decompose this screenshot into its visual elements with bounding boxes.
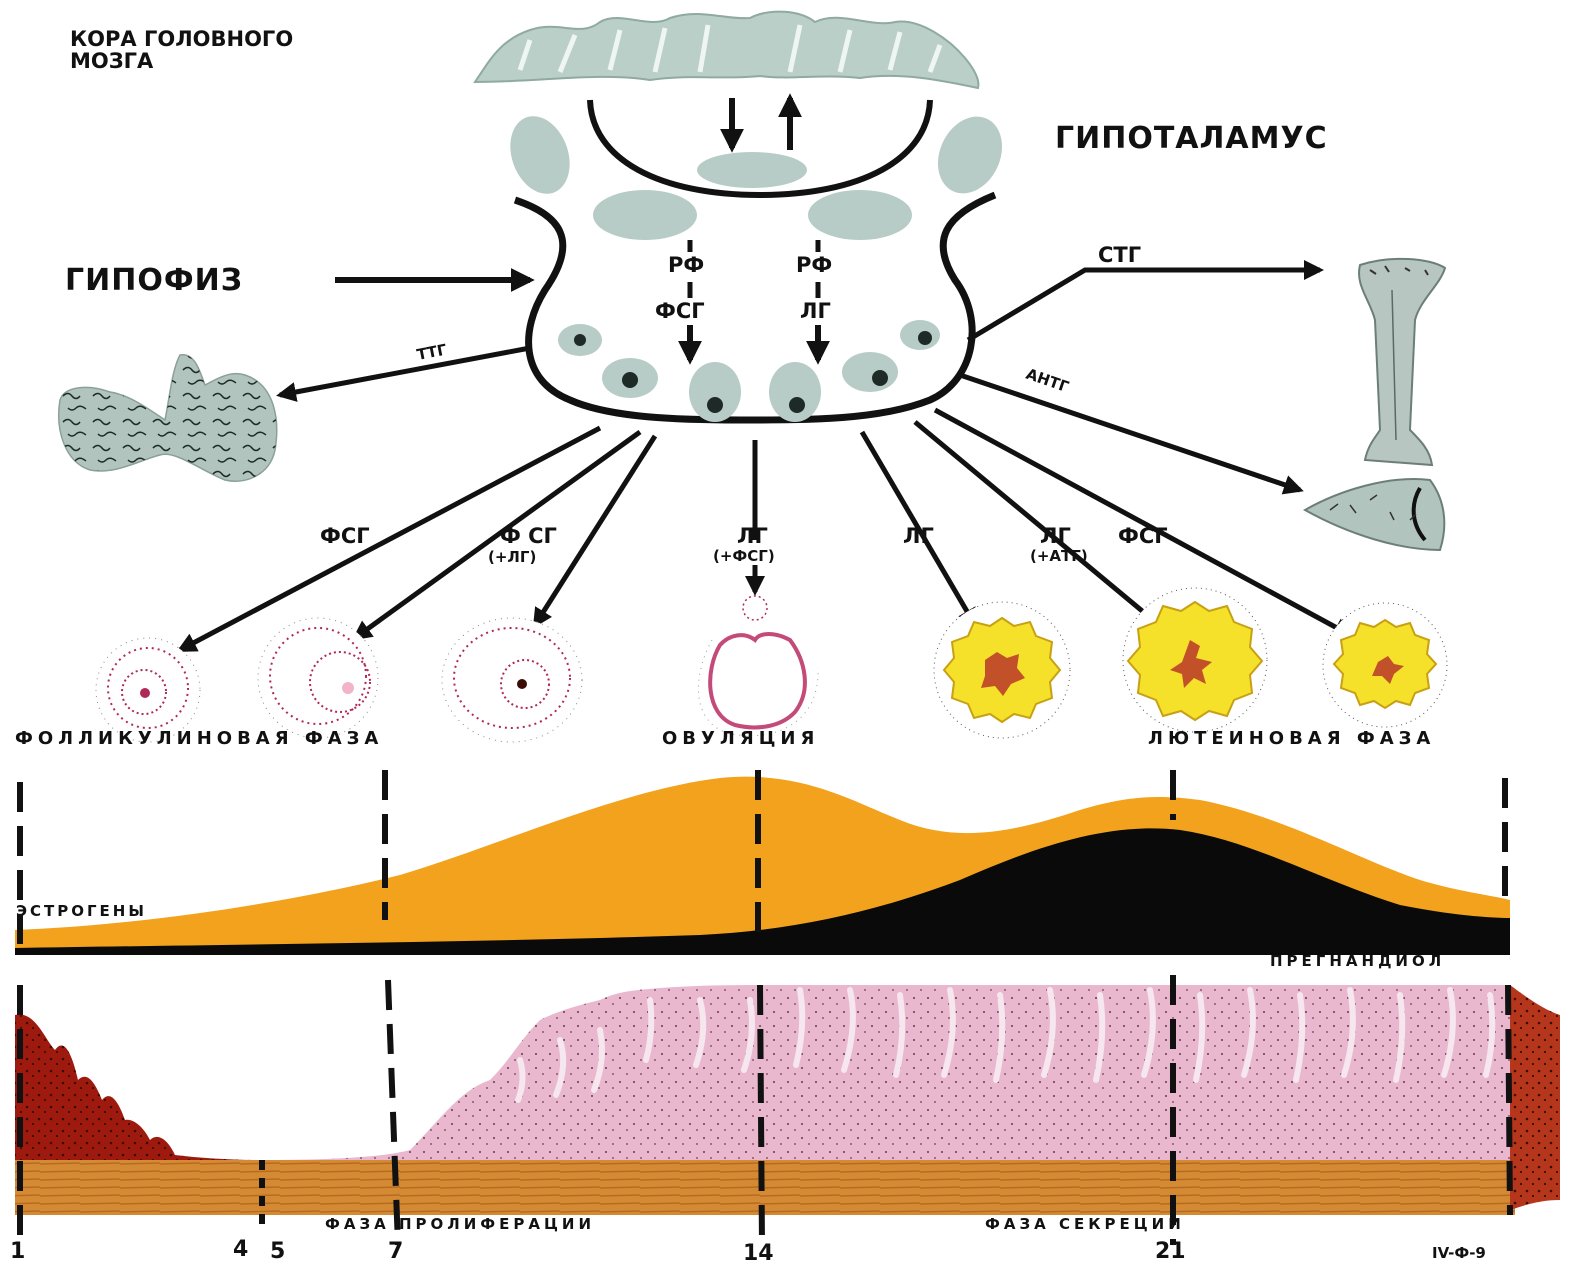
arrow5-sub-label: (+АТГ) bbox=[1030, 547, 1088, 565]
hypothalamus-label: ГИПОТАЛАМУС bbox=[1055, 121, 1328, 156]
cortex-hypothalamus-arrows bbox=[732, 98, 790, 150]
antg-label: АНТГ bbox=[1024, 365, 1072, 396]
arrow3-sub-label: (+ФСГ) bbox=[713, 547, 775, 565]
day-4-label: 4 bbox=[233, 1237, 248, 1262]
secretion-phase-label: ФАЗА СЕКРЕЦИИ bbox=[985, 1215, 1185, 1233]
plate-code-label: IV-Ф-9 bbox=[1432, 1244, 1486, 1262]
arrow3-label: ЛГ bbox=[737, 524, 768, 548]
pituitary-label: ГИПОФИЗ bbox=[65, 263, 243, 298]
follicle-mature bbox=[442, 618, 582, 742]
day-1-label: 1 bbox=[10, 1239, 25, 1264]
basal-layer bbox=[15, 1160, 1515, 1215]
endometrium bbox=[15, 985, 1560, 1215]
follicular-phase-label: ФОЛЛИКУЛИНОВАЯ ФАЗА bbox=[15, 728, 383, 749]
arrow2-sub-label: (+ЛГ) bbox=[488, 548, 536, 566]
rf-right-label: РФ bbox=[796, 253, 832, 277]
corpus-luteum-mature bbox=[1123, 588, 1267, 732]
cortex-label-line1: КОРА ГОЛОВНОГО bbox=[70, 27, 293, 51]
antg-arrow bbox=[960, 375, 1300, 490]
day-5-label: 5 bbox=[270, 1239, 285, 1264]
day-7-label: 7 bbox=[388, 1239, 403, 1264]
stg-arrow bbox=[968, 270, 1320, 340]
estrogens-label: ЭСТРОГЕНЫ bbox=[16, 902, 147, 920]
ttg-label: ТТГ bbox=[415, 340, 448, 363]
ovulated-follicle bbox=[698, 596, 818, 736]
arrow5-label: ЛГ bbox=[1040, 524, 1071, 548]
follicle-growing bbox=[258, 618, 378, 738]
day-14-label: 14 bbox=[743, 1241, 774, 1266]
cortex-label-line2: МОЗГА bbox=[70, 49, 154, 73]
pituitary-gland bbox=[515, 195, 995, 422]
ovulation-label: ОВУЛЯЦИЯ bbox=[662, 728, 819, 749]
lh-inner-label: ЛГ bbox=[800, 299, 831, 323]
fsh-inner-label: ФСГ bbox=[655, 299, 705, 323]
thyroid-gland bbox=[59, 355, 277, 482]
hypothalamus bbox=[500, 100, 1014, 240]
arrow1-label: ФСГ bbox=[320, 524, 370, 548]
ttg-arrow bbox=[280, 348, 530, 395]
day-21-label: 21 bbox=[1155, 1239, 1186, 1264]
cerebral-cortex bbox=[475, 12, 978, 88]
luteal-phase-label: ЛЮТЕИНОВАЯ ФАЗА bbox=[1148, 728, 1435, 749]
stg-label: СТГ bbox=[1098, 243, 1141, 267]
arrow4-label: ЛГ bbox=[903, 524, 934, 548]
bone bbox=[1359, 259, 1445, 465]
corpus-luteum-early bbox=[934, 602, 1070, 738]
corpus-luteum-regressing bbox=[1323, 603, 1447, 727]
pregnanediol-label: ПРЕГНАНДИОЛ bbox=[1270, 952, 1445, 970]
arrow2-label: Ф СГ bbox=[500, 524, 557, 548]
adrenal-gland bbox=[1305, 479, 1444, 550]
rf-left-label: РФ bbox=[668, 253, 704, 277]
arrow6-label: ФСГ bbox=[1118, 524, 1168, 548]
proliferation-phase-label: ФАЗА ПРОЛИФЕРАЦИИ bbox=[325, 1215, 595, 1233]
follicle-primary bbox=[96, 638, 200, 742]
